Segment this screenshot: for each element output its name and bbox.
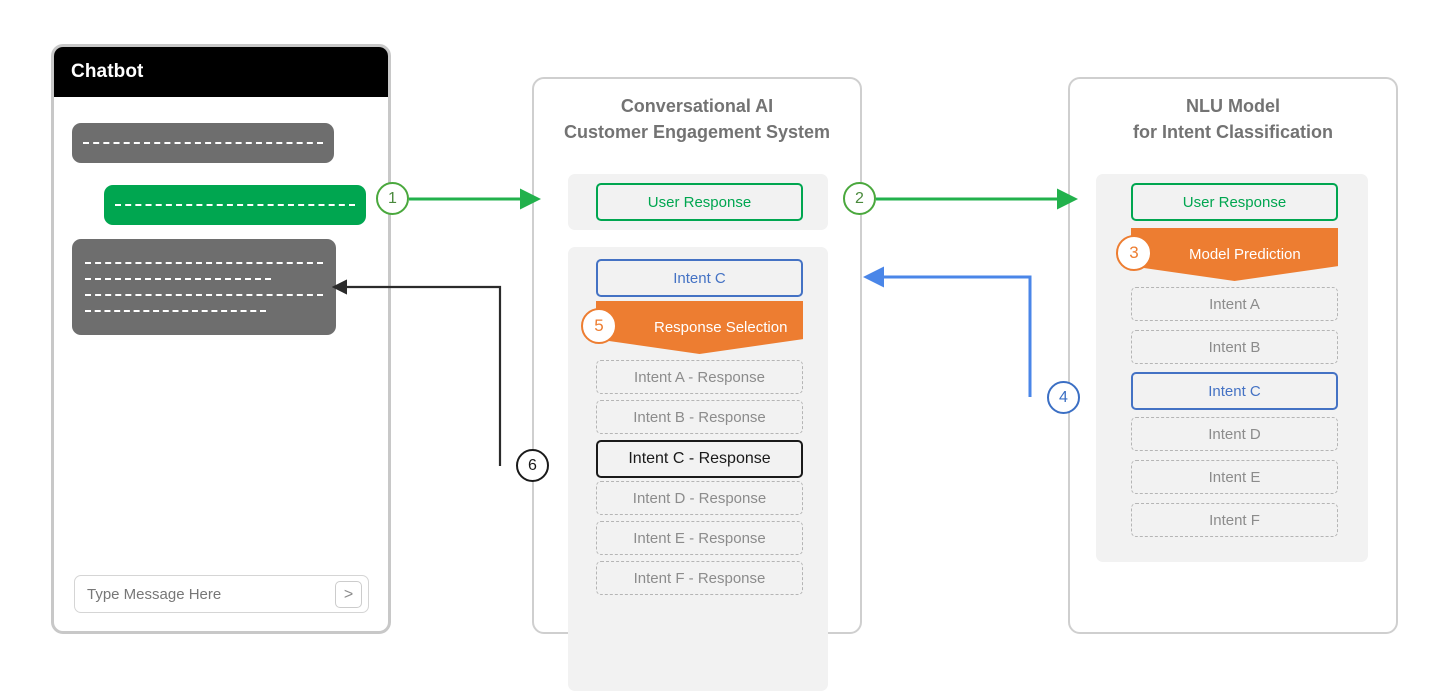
model-prediction-banner: Model Prediction <box>1131 228 1338 281</box>
user-message-bubble <box>104 185 366 225</box>
message-line <box>83 142 323 144</box>
chatbot-panel: Chatbot > <box>51 44 391 634</box>
ai-intent-box[interactable]: Intent C <box>596 259 803 297</box>
nlu-intent-row[interactable]: Intent E <box>1131 460 1338 494</box>
message-line <box>85 294 323 296</box>
nlu-model-title: NLU Model for Intent Classification <box>1132 96 1334 142</box>
ai-response-row[interactable]: Intent E - Response <box>596 521 803 555</box>
message-line <box>115 204 355 206</box>
step-badge-5: 5 <box>581 308 617 344</box>
chatbot-title: Chatbot <box>71 61 144 82</box>
nlu-intent-row[interactable]: Intent D <box>1131 417 1338 451</box>
nlu-intent-row-predicted[interactable]: Intent C <box>1131 372 1338 410</box>
send-button[interactable]: > <box>335 580 362 608</box>
message-line <box>85 262 323 264</box>
response-selection-label: Response Selection <box>654 319 788 336</box>
bot-message-bubble <box>72 123 334 163</box>
ai-response-row-selected[interactable]: Intent C - Response <box>596 440 803 478</box>
step-badge-3: 3 <box>1116 235 1152 271</box>
message-line <box>85 310 266 312</box>
nlu-user-response-box[interactable]: User Response <box>1131 183 1338 221</box>
chatbot-header: Chatbot <box>54 47 388 97</box>
ai-response-selection-group: Intent C Response Selection 5 Intent A -… <box>568 247 828 691</box>
bot-message-bubble <box>72 239 336 335</box>
nlu-intent-row[interactable]: Intent B <box>1131 330 1338 364</box>
ai-user-response-group: User Response <box>568 174 828 230</box>
response-selection-banner: Response Selection <box>596 301 803 354</box>
nlu-model-panel: NLU Model for Intent Classification User… <box>1068 77 1398 634</box>
send-chevron-icon: > <box>343 585 354 603</box>
ai-response-row[interactable]: Intent A - Response <box>596 360 803 394</box>
nlu-intent-row[interactable]: Intent F <box>1131 503 1338 537</box>
conversational-ai-panel: Conversational AI Customer Engagement Sy… <box>532 77 862 691</box>
connector-step-4 <box>863 266 1032 397</box>
ai-response-row[interactable]: Intent F - Response <box>596 561 803 595</box>
nlu-intent-row[interactable]: Intent A <box>1131 287 1338 321</box>
ai-user-response-box[interactable]: User Response <box>596 183 803 221</box>
step-badge-2: 2 <box>843 182 876 215</box>
conversational-ai-title: Conversational AI Customer Engagement Sy… <box>563 96 831 142</box>
step-badge-4: 4 <box>1047 381 1080 414</box>
step-badge-6: 6 <box>516 449 549 482</box>
message-line <box>85 278 271 280</box>
model-prediction-label: Model Prediction <box>1189 246 1301 263</box>
chat-input-row[interactable]: > <box>74 575 369 613</box>
nlu-intent-group: User Response Model Prediction 3 Intent … <box>1096 174 1368 562</box>
chat-message-input[interactable] <box>75 584 335 604</box>
ai-response-row[interactable]: Intent B - Response <box>596 400 803 434</box>
ai-response-row[interactable]: Intent D - Response <box>596 481 803 515</box>
step-badge-1: 1 <box>376 182 409 215</box>
